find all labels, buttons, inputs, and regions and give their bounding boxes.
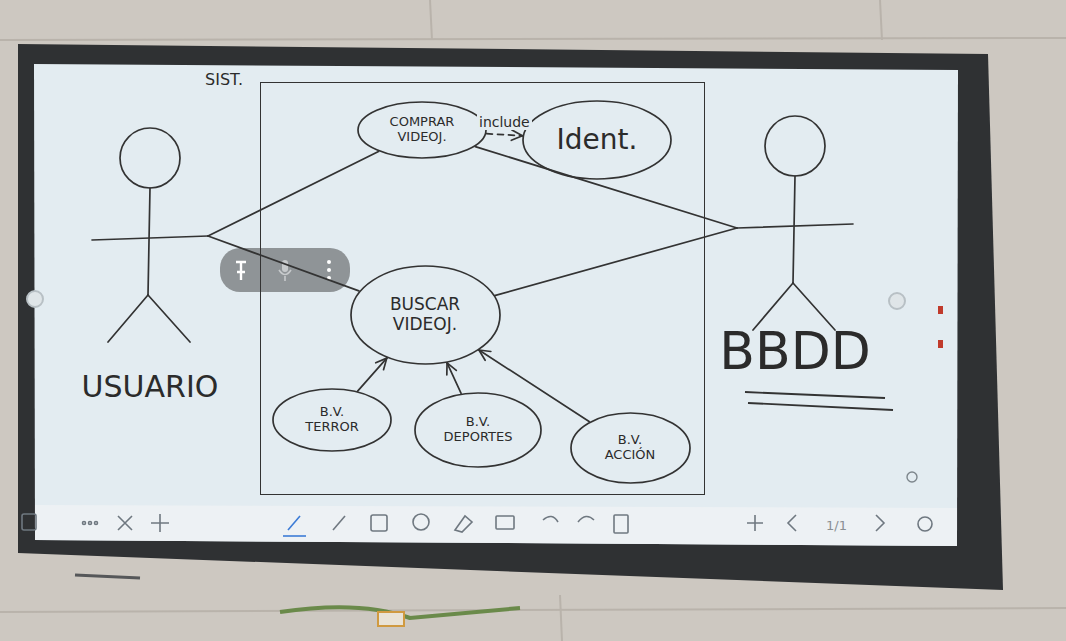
actor-label: USUARIO <box>82 370 219 403</box>
use-case-shape <box>523 101 671 179</box>
floating-popup <box>220 248 350 292</box>
plug <box>378 612 404 626</box>
connector-line <box>486 134 522 136</box>
use-case-ellipse: COMPRAR VIDEOJ. <box>357 101 487 159</box>
use-case-label: B.V. DEPORTES <box>437 415 520 445</box>
use-case-ellipse: B.V. DEPORTES <box>414 392 542 468</box>
use-case-shape <box>358 102 486 158</box>
user-icon <box>907 472 917 482</box>
arrow-head <box>512 130 522 136</box>
actor-leg <box>148 295 190 342</box>
edge-label-box: include <box>477 113 532 131</box>
actor: BBDD <box>695 108 895 408</box>
include-relation <box>486 130 522 140</box>
use-case-label: BUSCAR VIDEOJ. <box>376 295 475 334</box>
screen <box>34 64 958 546</box>
use-case-shape <box>351 266 500 364</box>
connector-line <box>447 363 461 394</box>
stick-figure <box>695 108 895 338</box>
actor-head <box>120 128 180 188</box>
actor-arms <box>92 236 208 240</box>
connector-line <box>479 350 589 421</box>
use-case-label: B.V. TERROR <box>294 405 371 435</box>
side-button <box>889 293 905 309</box>
monitor-frame <box>18 44 1003 590</box>
bezel-logo <box>75 575 140 578</box>
use-case-label: COMPRAR VIDEOJ. <box>380 115 464 145</box>
page-indicator: 1/1 <box>826 518 847 533</box>
connector-line <box>208 236 359 291</box>
use-case-ellipse: B.V. ACCIÓN <box>570 412 691 484</box>
arrow-head <box>384 358 387 370</box>
connector-line <box>358 358 387 391</box>
actor: USUARIO <box>50 120 250 420</box>
side-button <box>27 291 43 307</box>
use-case-ellipse: BUSCAR VIDEOJ. <box>350 265 501 365</box>
edge-label: include <box>477 114 532 130</box>
toolbar-icons <box>22 514 932 536</box>
boundary-heading: SIST. <box>205 70 256 89</box>
page-indicator-box: 1/1 <box>826 516 847 534</box>
led <box>938 306 943 314</box>
association-line <box>208 236 359 291</box>
association-line <box>208 152 378 236</box>
double-underline <box>745 392 893 410</box>
association-line <box>495 228 737 296</box>
association-line <box>447 363 461 394</box>
use-case-ellipse: Ident. <box>522 100 672 180</box>
toolbar <box>35 505 957 546</box>
use-case-shape <box>415 393 541 467</box>
association-line <box>475 147 737 228</box>
use-case-shape <box>273 389 391 451</box>
use-case-ellipse: B.V. TERROR <box>272 388 392 452</box>
use-case-label: B.V. ACCIÓN <box>591 433 669 463</box>
connector-line <box>495 228 737 296</box>
led <box>938 340 943 348</box>
arrow-head <box>479 350 491 352</box>
association-line <box>479 350 589 421</box>
actor-body <box>148 188 150 295</box>
use-case-label: Ident. <box>557 124 638 156</box>
arrow-head <box>447 363 456 371</box>
use-case-shape <box>571 413 690 483</box>
actor-head <box>765 116 825 176</box>
arrow-head <box>511 136 522 141</box>
actor-leg <box>108 295 148 342</box>
association-line <box>358 358 387 391</box>
actor-arms <box>737 224 853 228</box>
arrow-head <box>479 350 485 360</box>
system-boundary: SIST. COMPRAR VIDEOJ. Ident. BUSCAR VIDEOJ.… <box>205 70 705 495</box>
connector-line <box>208 152 378 236</box>
connector-line <box>475 147 737 228</box>
actor-body <box>793 176 795 283</box>
stick-figure <box>50 120 250 350</box>
actor-label: BBDD <box>719 323 870 380</box>
arrow-head <box>446 363 448 375</box>
